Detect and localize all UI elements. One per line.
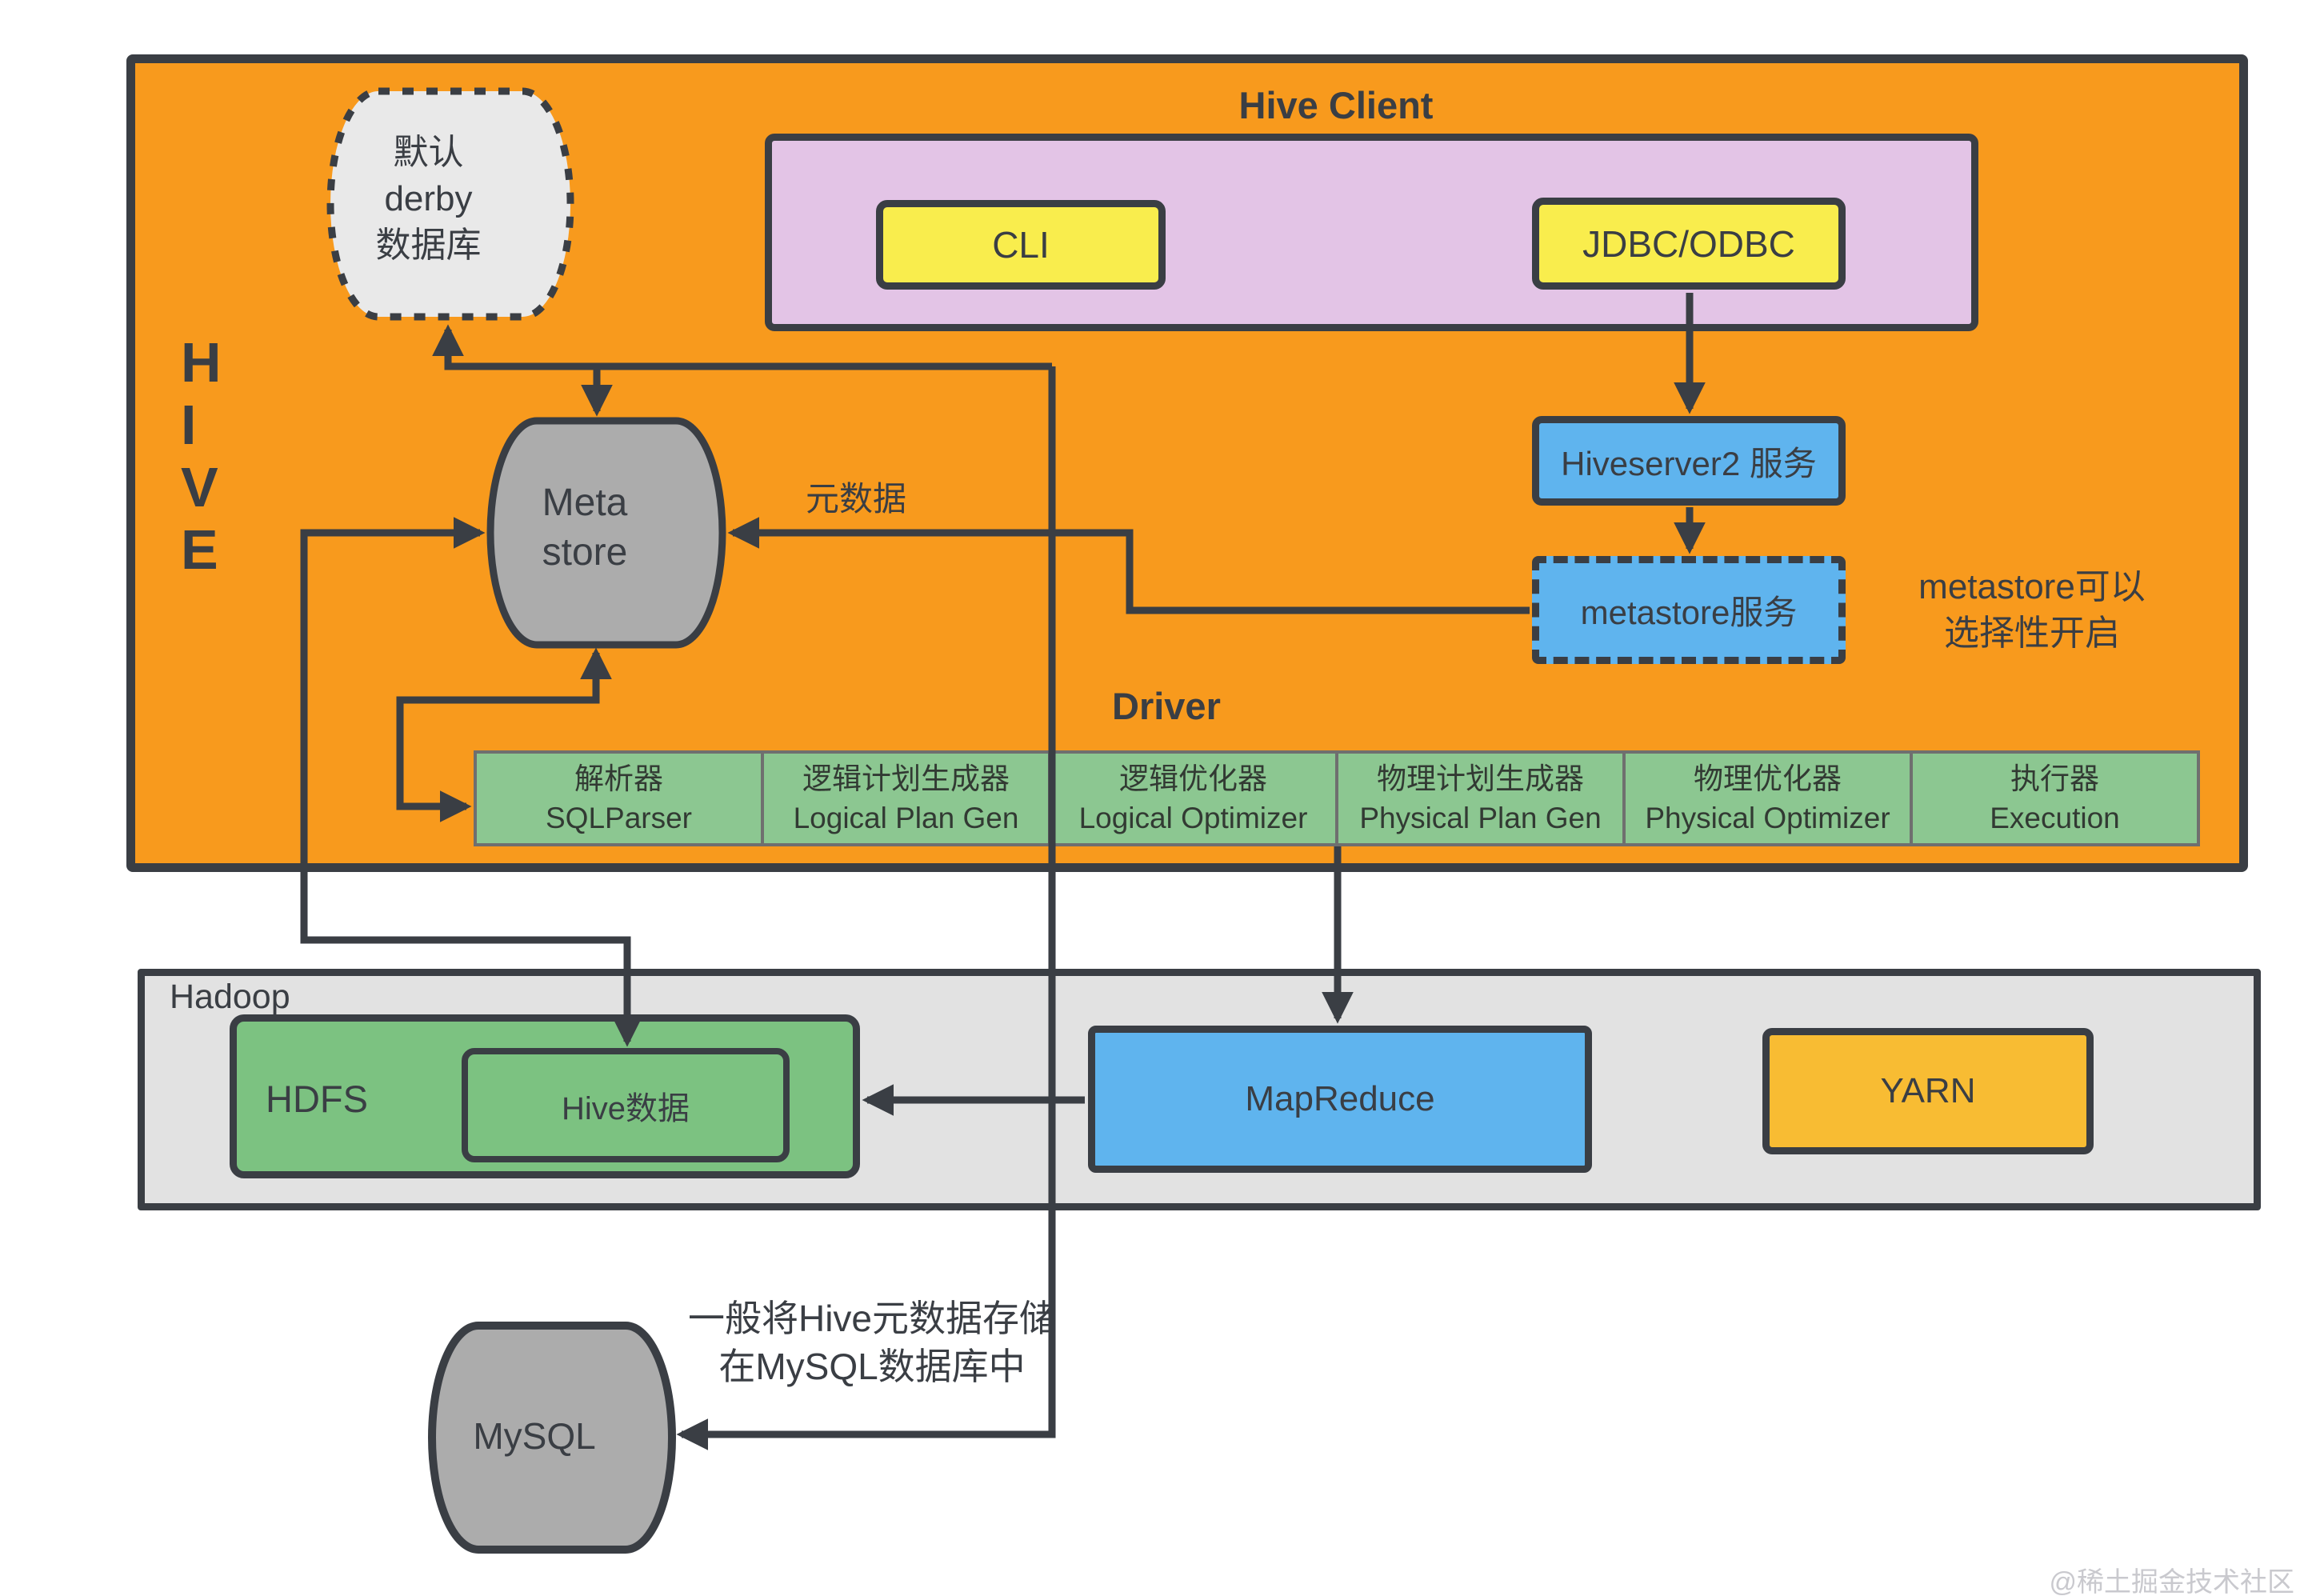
mapreduce-box: MapReduce	[1088, 1026, 1592, 1173]
jdbc-odbc-box: JDBC/ODBC	[1532, 198, 1846, 290]
cell-en-label: Execution	[1990, 802, 2120, 834]
cli-box: CLI	[876, 200, 1166, 290]
hive-client-title: Hive Client	[1238, 84, 1434, 126]
cell-cn-label: 逻辑优化器	[1119, 762, 1267, 795]
cli-label: CLI	[992, 224, 1050, 266]
derby-cylinder-shape	[326, 87, 574, 321]
cell-en-label: Physical Plan Gen	[1359, 802, 1602, 834]
hive-letter: V	[181, 456, 218, 518]
note-line: 一般将Hive元数据存储	[687, 1298, 1057, 1339]
derby-label-line: 数据库	[375, 226, 482, 265]
hive-data-box: Hive数据	[462, 1048, 790, 1162]
metadata-arrow-label: 元数据	[805, 480, 906, 518]
cell-en-label: SQLParser	[545, 802, 692, 834]
hiveserver2-label: Hiveserver2 服务	[1561, 444, 1817, 482]
jdbc-odbc-label: JDBC/ODBC	[1582, 222, 1795, 265]
metastore-service-box: metastore服务	[1532, 556, 1846, 664]
yarn-label: YARN	[1880, 1071, 1976, 1110]
driver-cell-physical-optimizer: 物理优化器 Physical Optimizer	[1622, 750, 1913, 846]
derby-cylinder-path	[326, 87, 574, 321]
cell-cn-label: 物理计划生成器	[1377, 762, 1584, 795]
driver-cell-sqlparser: 解析器 SQLParser	[474, 750, 764, 846]
note-line: 在MySQL数据库中	[718, 1346, 1026, 1387]
cell-en-label: Logical Optimizer	[1078, 802, 1308, 834]
cell-en-label: Physical Optimizer	[1645, 802, 1890, 834]
derby-label-line: derby	[384, 179, 473, 218]
driver-pipeline-row: 解析器 SQLParser 逻辑计划生成器 Logical Plan Gen 逻…	[474, 750, 2200, 846]
note-line: metastore可以	[1918, 567, 2146, 606]
watermark: @稀土掘金技术社区	[2049, 1567, 2294, 1596]
metastore-label: Meta store	[493, 478, 677, 578]
mysql-cylinder-path	[428, 1322, 676, 1554]
cell-en-label: Logical Plan Gen	[793, 802, 1019, 834]
driver-cell-execution: 执行器 Execution	[1910, 750, 2200, 846]
cell-cn-label: 物理优化器	[1694, 762, 1842, 795]
hive-data-label: Hive数据	[561, 1090, 690, 1126]
driver-cell-logical-plan-gen: 逻辑计划生成器 Logical Plan Gen	[761, 750, 1051, 846]
driver-title: Driver	[1112, 685, 1221, 727]
metastore-service-label: metastore服务	[1580, 594, 1798, 631]
yarn-box: YARN	[1762, 1028, 2094, 1154]
hadoop-title: Hadoop	[170, 978, 290, 1016]
mysql-cylinder-shape	[428, 1322, 676, 1554]
driver-cell-physical-plan-gen: 物理计划生成器 Physical Plan Gen	[1335, 750, 1626, 846]
derby-label-line: 默认	[393, 133, 464, 172]
metastore-label-line: Meta	[542, 482, 628, 524]
metastore-optional-note: metastore可以 选择性开启	[1896, 564, 2168, 657]
metastore-label-line: store	[542, 531, 628, 574]
driver-cell-logical-optimizer: 逻辑优化器 Logical Optimizer	[1048, 750, 1338, 846]
mysql-label: MySQL	[473, 1415, 596, 1457]
hive-letter: E	[181, 518, 218, 581]
cell-cn-label: 逻辑计划生成器	[802, 762, 1010, 795]
hiveserver2-box: Hiveserver2 服务	[1532, 416, 1846, 506]
note-line: 选择性开启	[1944, 614, 2120, 653]
mapreduce-label: MapReduce	[1245, 1079, 1435, 1118]
mysql-storage-note: 一般将Hive元数据存储 在MySQL数据库中	[684, 1294, 1060, 1390]
cell-cn-label: 解析器	[574, 762, 663, 795]
derby-database-label: 默认 derby 数据库	[342, 130, 514, 269]
hive-vertical-title: H I V E	[181, 331, 253, 581]
cell-cn-label: 执行器	[2010, 762, 2099, 795]
hive-letter: H	[181, 331, 222, 394]
hive-letter: I	[181, 394, 197, 456]
hdfs-label: HDFS	[266, 1078, 368, 1120]
